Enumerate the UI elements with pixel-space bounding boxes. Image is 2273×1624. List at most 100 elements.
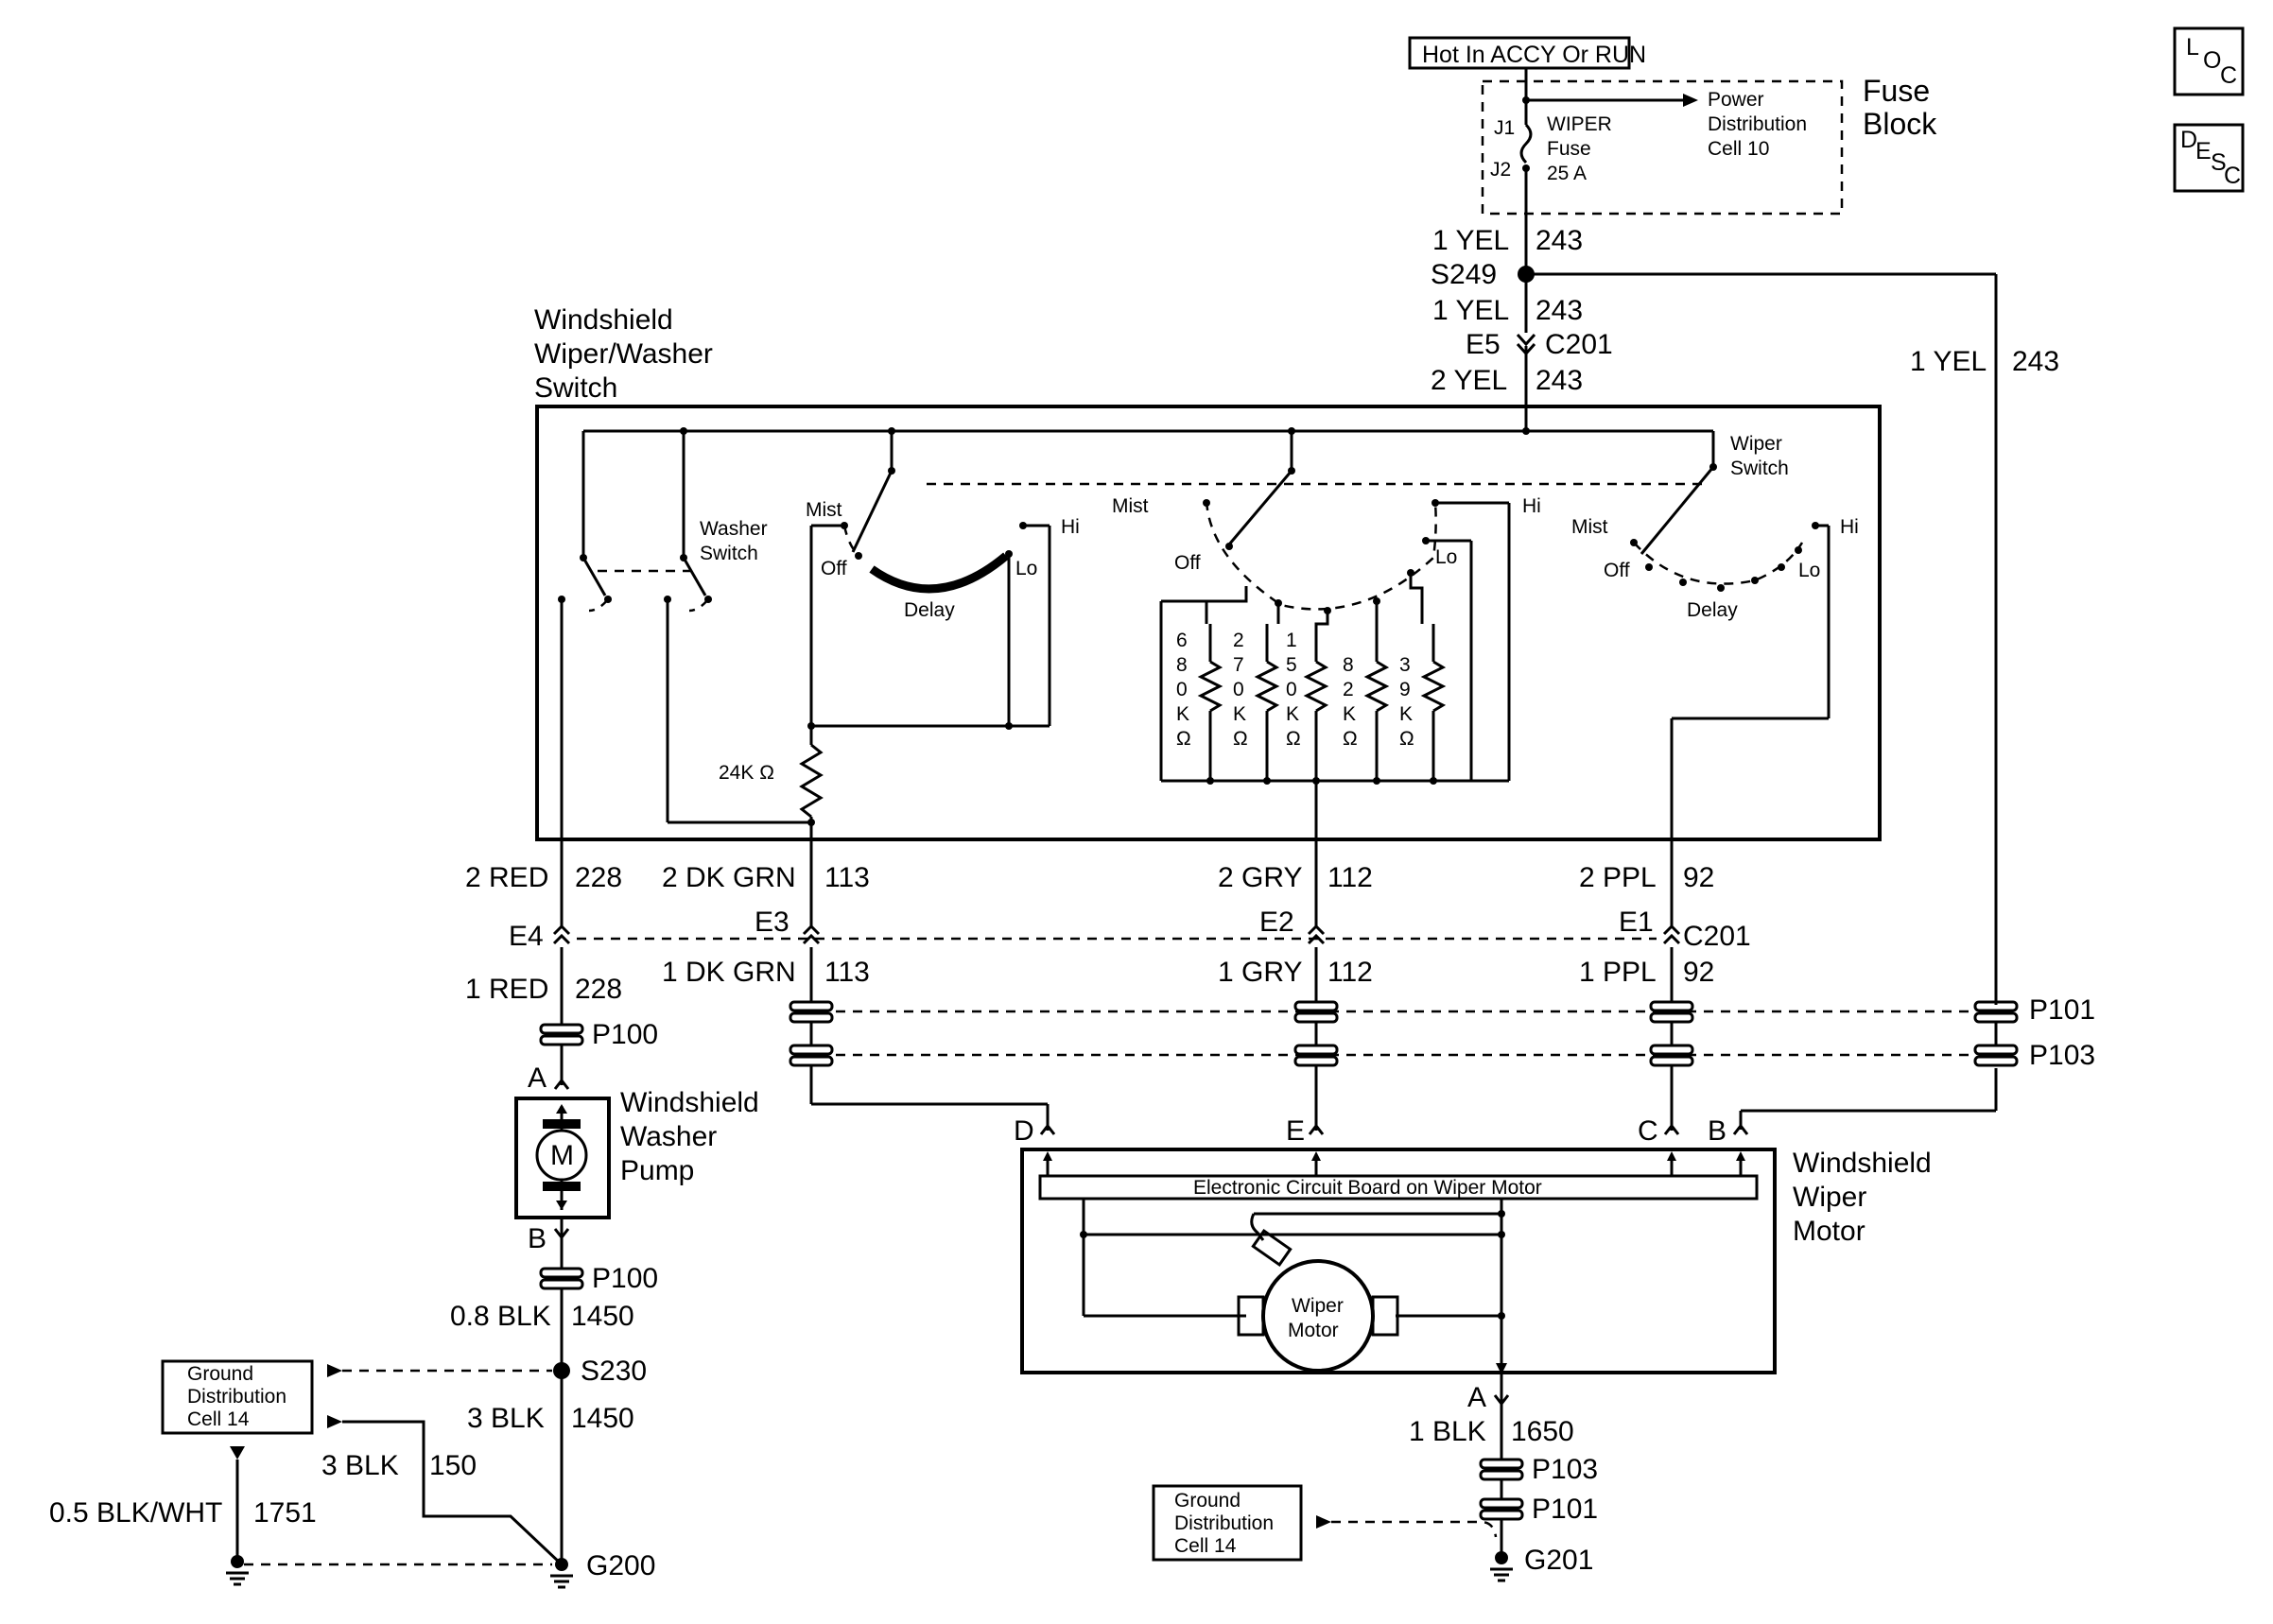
- resistor-270k-c3: K: [1233, 703, 1246, 725]
- motor-pin-a: A: [1467, 1382, 1486, 1413]
- ground-right: A 1 BLK 1650 P103 P101 Ground Distributi…: [1152, 1380, 1598, 1582]
- resistor-270k-c1: 7: [1233, 654, 1244, 676]
- wiper-washer-switch: Windshield Wiper/Washer Switch Washer Sw…: [534, 304, 1882, 923]
- wiper-motor-icon: [1261, 1259, 1375, 1373]
- wire-1yel-b-circuit: 243: [1536, 295, 1583, 326]
- switch-title-1: Windshield: [534, 304, 673, 336]
- desc-letter-s: S: [2211, 149, 2227, 176]
- wire-2red-circuit: 228: [575, 862, 622, 893]
- connector-e2: E2: [1259, 907, 1294, 938]
- washer-pump: A M Windshield Washer Pump B P100: [514, 1063, 759, 1294]
- resistor-680k-c3: K: [1176, 703, 1189, 725]
- fuse-icon: [1519, 123, 1533, 164]
- hi-label-left: Hi: [1061, 516, 1080, 538]
- switch-title-2: Wiper/Washer: [534, 338, 713, 370]
- wire-08blk-circuit: 1450: [571, 1301, 634, 1332]
- connector-e1: E1: [1619, 907, 1654, 938]
- j2-label: J2: [1490, 159, 1511, 181]
- wire-2yel-circuit: 243: [1536, 365, 1583, 396]
- wire-1dkgrn-size: 1 DK GRN: [662, 957, 796, 988]
- wire-1gry-size: 1 GRY: [1218, 957, 1303, 988]
- ground-box-left-1: Ground: [187, 1363, 253, 1385]
- resistor-150k-c3: K: [1286, 703, 1299, 725]
- lo-label-center: Lo: [1435, 546, 1457, 568]
- resistor-680k-c2: 0: [1176, 679, 1188, 700]
- wire-1yel-b-size: 1 YEL: [1432, 295, 1509, 326]
- fuse-block: Hot In ACCY Or RUN Fuse Block J1 J2 WIPE…: [1408, 36, 1937, 216]
- connector-c201-mid: C201: [1683, 921, 1751, 952]
- wire-1gry-circuit: 112: [1327, 957, 1373, 988]
- motor-pin-e: E: [1286, 1115, 1305, 1147]
- resistor-39k: 3 9 K Ω: [1399, 624, 1447, 785]
- connector-e3: E3: [755, 907, 789, 938]
- loc-letter-l: L: [2186, 34, 2199, 60]
- wire-2gry-size: 2 GRY: [1218, 862, 1303, 893]
- resistor-270k: 2 7 0 K Ω: [1233, 624, 1280, 785]
- wire-1ppl-circuit: 92: [1683, 957, 1714, 988]
- pump-pin-b: B: [528, 1223, 547, 1254]
- resistor-270k-c4: Ω: [1233, 728, 1248, 750]
- resistor-150k-c2: 0: [1286, 679, 1297, 700]
- wire-05blkwht-size: 0.5 BLK/WHT: [49, 1497, 222, 1529]
- wire-1ppl-size: 1 PPL: [1579, 957, 1657, 988]
- mid-wiring: 2 RED 228 2 DK GRN 113 2 GRY 112 2 PPL 9…: [465, 839, 2095, 1135]
- hi-label-right: Hi: [1840, 516, 1859, 538]
- wire-1blk-circuit: 1650: [1511, 1416, 1574, 1447]
- wiper-switch-label-1: Wiper: [1730, 433, 1782, 455]
- resistor-82k: 8 2 K Ω: [1343, 624, 1390, 785]
- off-label-right: Off: [1604, 560, 1630, 581]
- off-label-center: Off: [1174, 552, 1201, 574]
- loc-letter-o: O: [2203, 47, 2221, 74]
- connector-p100-top: P100: [592, 1019, 658, 1050]
- wire-08blk-size: 0.8 BLK: [450, 1301, 551, 1332]
- wire-1red-size: 1 RED: [465, 974, 548, 1005]
- pump-title-3: Pump: [620, 1155, 694, 1186]
- motor-title-3: Motor: [1793, 1216, 1865, 1247]
- motor-pin-d: D: [1014, 1115, 1034, 1147]
- wire-right-circuit: 243: [2012, 346, 2059, 377]
- resistor-270k-c0: 2: [1233, 630, 1244, 651]
- wire-right-size: 1 YEL: [1910, 346, 1987, 377]
- resistor-39k-c1: 9: [1399, 679, 1411, 700]
- connector-p101-bottom: P101: [1532, 1494, 1598, 1525]
- resistor-150k-c1: 5: [1286, 654, 1297, 676]
- pump-pin-a: A: [528, 1063, 547, 1094]
- loc-icon[interactable]: L O C: [2173, 26, 2245, 96]
- circuit-board-label: Electronic Circuit Board on Wiper Motor: [1193, 1177, 1542, 1199]
- switch-title-3: Switch: [534, 372, 617, 404]
- connector-e5: E5: [1466, 329, 1501, 360]
- wire-1red-circuit: 228: [575, 974, 622, 1005]
- desc-letter-e: E: [2195, 138, 2212, 164]
- inline-p101-row: [789, 1000, 2019, 1024]
- resistor-150k-c0: 1: [1286, 630, 1297, 651]
- ground-box-left-3: Cell 14: [187, 1408, 250, 1430]
- loc-letter-c: C: [2220, 62, 2237, 89]
- pump-title-1: Windshield: [620, 1087, 759, 1118]
- wire-2ppl-size: 2 PPL: [1579, 862, 1657, 893]
- mist-label-center: Mist: [1112, 495, 1149, 517]
- ground-g200-label: G200: [586, 1550, 655, 1581]
- mist-label-left: Mist: [806, 499, 842, 521]
- hi-label-center: Hi: [1522, 495, 1541, 517]
- hot-label: Hot In ACCY Or RUN: [1422, 42, 1646, 68]
- desc-icon[interactable]: D E S C: [2173, 123, 2245, 193]
- fuse-block-title-2: Block: [1863, 107, 1937, 141]
- motor-title-2: Wiper: [1793, 1182, 1866, 1213]
- wire-3blk-150-size: 3 BLK: [321, 1450, 399, 1481]
- resistor-39k-c3: Ω: [1399, 728, 1414, 750]
- connector-p103-bottom: P103: [1532, 1454, 1598, 1485]
- resistor-82k-c2: K: [1343, 703, 1356, 725]
- resistor-680k: 6 8 0 K Ω: [1176, 624, 1223, 785]
- j1-label: J1: [1494, 117, 1515, 139]
- wiper-motor: D E C B Windshield Wiper Motor Electroni…: [1014, 1115, 1932, 1380]
- resistor-150k: 1 5 0 K Ω: [1286, 630, 1329, 785]
- resistor-680k-c1: 8: [1176, 654, 1188, 676]
- wire-2ppl-circuit: 92: [1683, 862, 1714, 893]
- wiper-switch-label-2: Switch: [1730, 458, 1789, 479]
- pump-motor-letter: M: [550, 1140, 574, 1171]
- washer-switch-label-1: Washer: [700, 518, 768, 540]
- motor-pin-b: B: [1708, 1115, 1726, 1147]
- wire-1blk-size: 1 BLK: [1409, 1416, 1486, 1447]
- wire-3blk-1450-circuit: 1450: [571, 1403, 634, 1434]
- inline-p103-row: [789, 1044, 2019, 1067]
